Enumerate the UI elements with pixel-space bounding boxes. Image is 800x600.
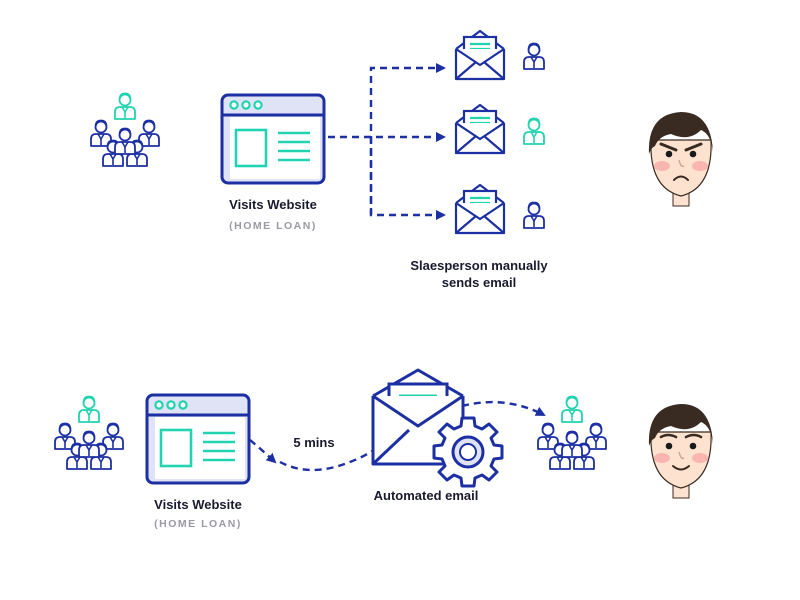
delay-curve xyxy=(279,446,379,472)
recipients-group-icon xyxy=(538,396,606,469)
envelope-icon xyxy=(454,103,506,155)
bottom-website-sublabel: (HOME LOAN) xyxy=(154,518,242,530)
top-website-sublabel: (HOME LOAN) xyxy=(229,220,317,232)
recipient-person-icon xyxy=(523,201,545,229)
bottom-website-label: Visits Website xyxy=(154,497,242,512)
manual-branch-connector xyxy=(328,63,446,220)
gear-icon xyxy=(432,416,504,488)
manual-label-line1: Slaesperson manually xyxy=(410,258,548,273)
visitors-group-icon xyxy=(55,396,123,469)
recipient-person-icon xyxy=(523,117,545,145)
delay-arrow xyxy=(249,439,277,464)
envelope-icon xyxy=(454,183,506,235)
visitors-group-icon xyxy=(91,93,159,166)
recipient-person-icon xyxy=(523,42,545,70)
angry-face-icon xyxy=(648,111,714,207)
delivery-arrow xyxy=(461,400,546,417)
browser-window-icon xyxy=(220,93,326,185)
manual-label-line2: sends email xyxy=(442,275,516,290)
happy-face-icon xyxy=(648,403,714,499)
automated-email-label: Automated email xyxy=(374,488,479,503)
delay-label: 5 mins xyxy=(293,435,334,450)
top-website-label: Visits Website xyxy=(229,197,317,212)
envelope-icon xyxy=(454,29,506,81)
browser-window-icon xyxy=(145,393,251,485)
